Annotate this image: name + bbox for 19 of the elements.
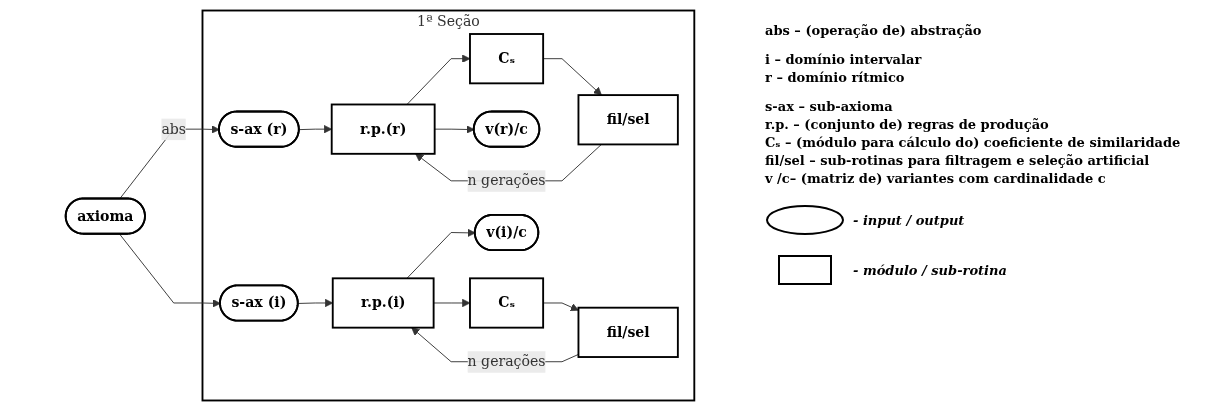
abbreviation-note: i – domínio intervalar xyxy=(765,52,923,67)
abbreviation-note: Cₛ – (módulo para cálculo do) coeficiente de similaridade xyxy=(765,135,1182,150)
abbreviation-note: r – domínio rítmico xyxy=(765,70,906,85)
node-box: fil/sel xyxy=(577,93,679,145)
node-box: Cₛ xyxy=(469,276,545,329)
node-box: r.p.(r) xyxy=(330,103,436,155)
node-box: r.p.(i) xyxy=(331,276,435,329)
abbreviation-note: v /c– (matriz de) variantes com cardinalidade c xyxy=(765,171,1107,186)
edge-label: abs xyxy=(161,119,187,137)
legend-text: - input / output xyxy=(853,212,965,228)
abbreviation-note: fil/sel – sub-rotinas para filtragem e seleção artificial xyxy=(765,153,1151,168)
edge-label: n gerações xyxy=(467,352,546,370)
abbreviation-note: r.p. – (conjunto de) regras de produção xyxy=(765,117,1050,132)
legend-text: - módulo / sub-rotina xyxy=(853,262,1007,278)
abbreviation-note: s-ax – sub-axioma xyxy=(765,99,894,114)
abbreviation-note: abs – (operação de) abstração xyxy=(765,23,983,38)
edge-label: n gerações xyxy=(467,171,546,189)
node-box: fil/sel xyxy=(577,306,679,358)
node-box: Cₛ xyxy=(469,32,545,84)
